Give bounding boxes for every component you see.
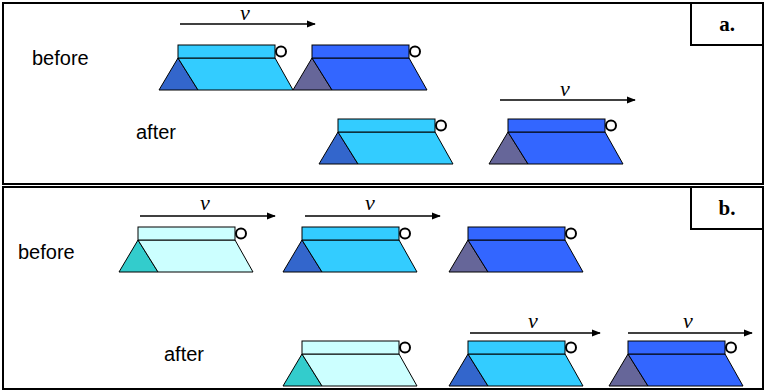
- row-label: after: [164, 344, 204, 364]
- panel-letter: b.: [719, 198, 736, 219]
- velocity-label: v: [240, 2, 250, 24]
- row-label: before: [32, 48, 89, 68]
- glider: [449, 227, 583, 272]
- velocity-arrow: [140, 215, 275, 217]
- panel-tag: b.: [690, 186, 764, 230]
- velocity-arrow: [628, 332, 752, 334]
- panel-letter: a.: [719, 14, 735, 35]
- row-label: before: [18, 242, 75, 262]
- glider: [293, 45, 427, 90]
- velocity-label: v: [365, 192, 375, 214]
- glider: [159, 45, 293, 90]
- glider: [609, 341, 743, 386]
- velocity-label: v: [528, 310, 538, 332]
- velocity-label: v: [200, 192, 210, 214]
- velocity-arrow: [470, 332, 600, 334]
- glider: [283, 227, 417, 272]
- panel-tag: a.: [690, 2, 764, 46]
- glider: [283, 341, 417, 386]
- velocity-label: v: [560, 78, 570, 100]
- glider: [489, 119, 623, 164]
- glider: [119, 227, 253, 272]
- velocity-arrow: [305, 215, 440, 217]
- panel-frame: before after a.: [2, 2, 764, 185]
- glider: [319, 119, 453, 164]
- row-label: after: [136, 122, 176, 142]
- velocity-label: v: [683, 310, 693, 332]
- glider: [449, 341, 583, 386]
- panel-frame: before after b.: [2, 186, 764, 390]
